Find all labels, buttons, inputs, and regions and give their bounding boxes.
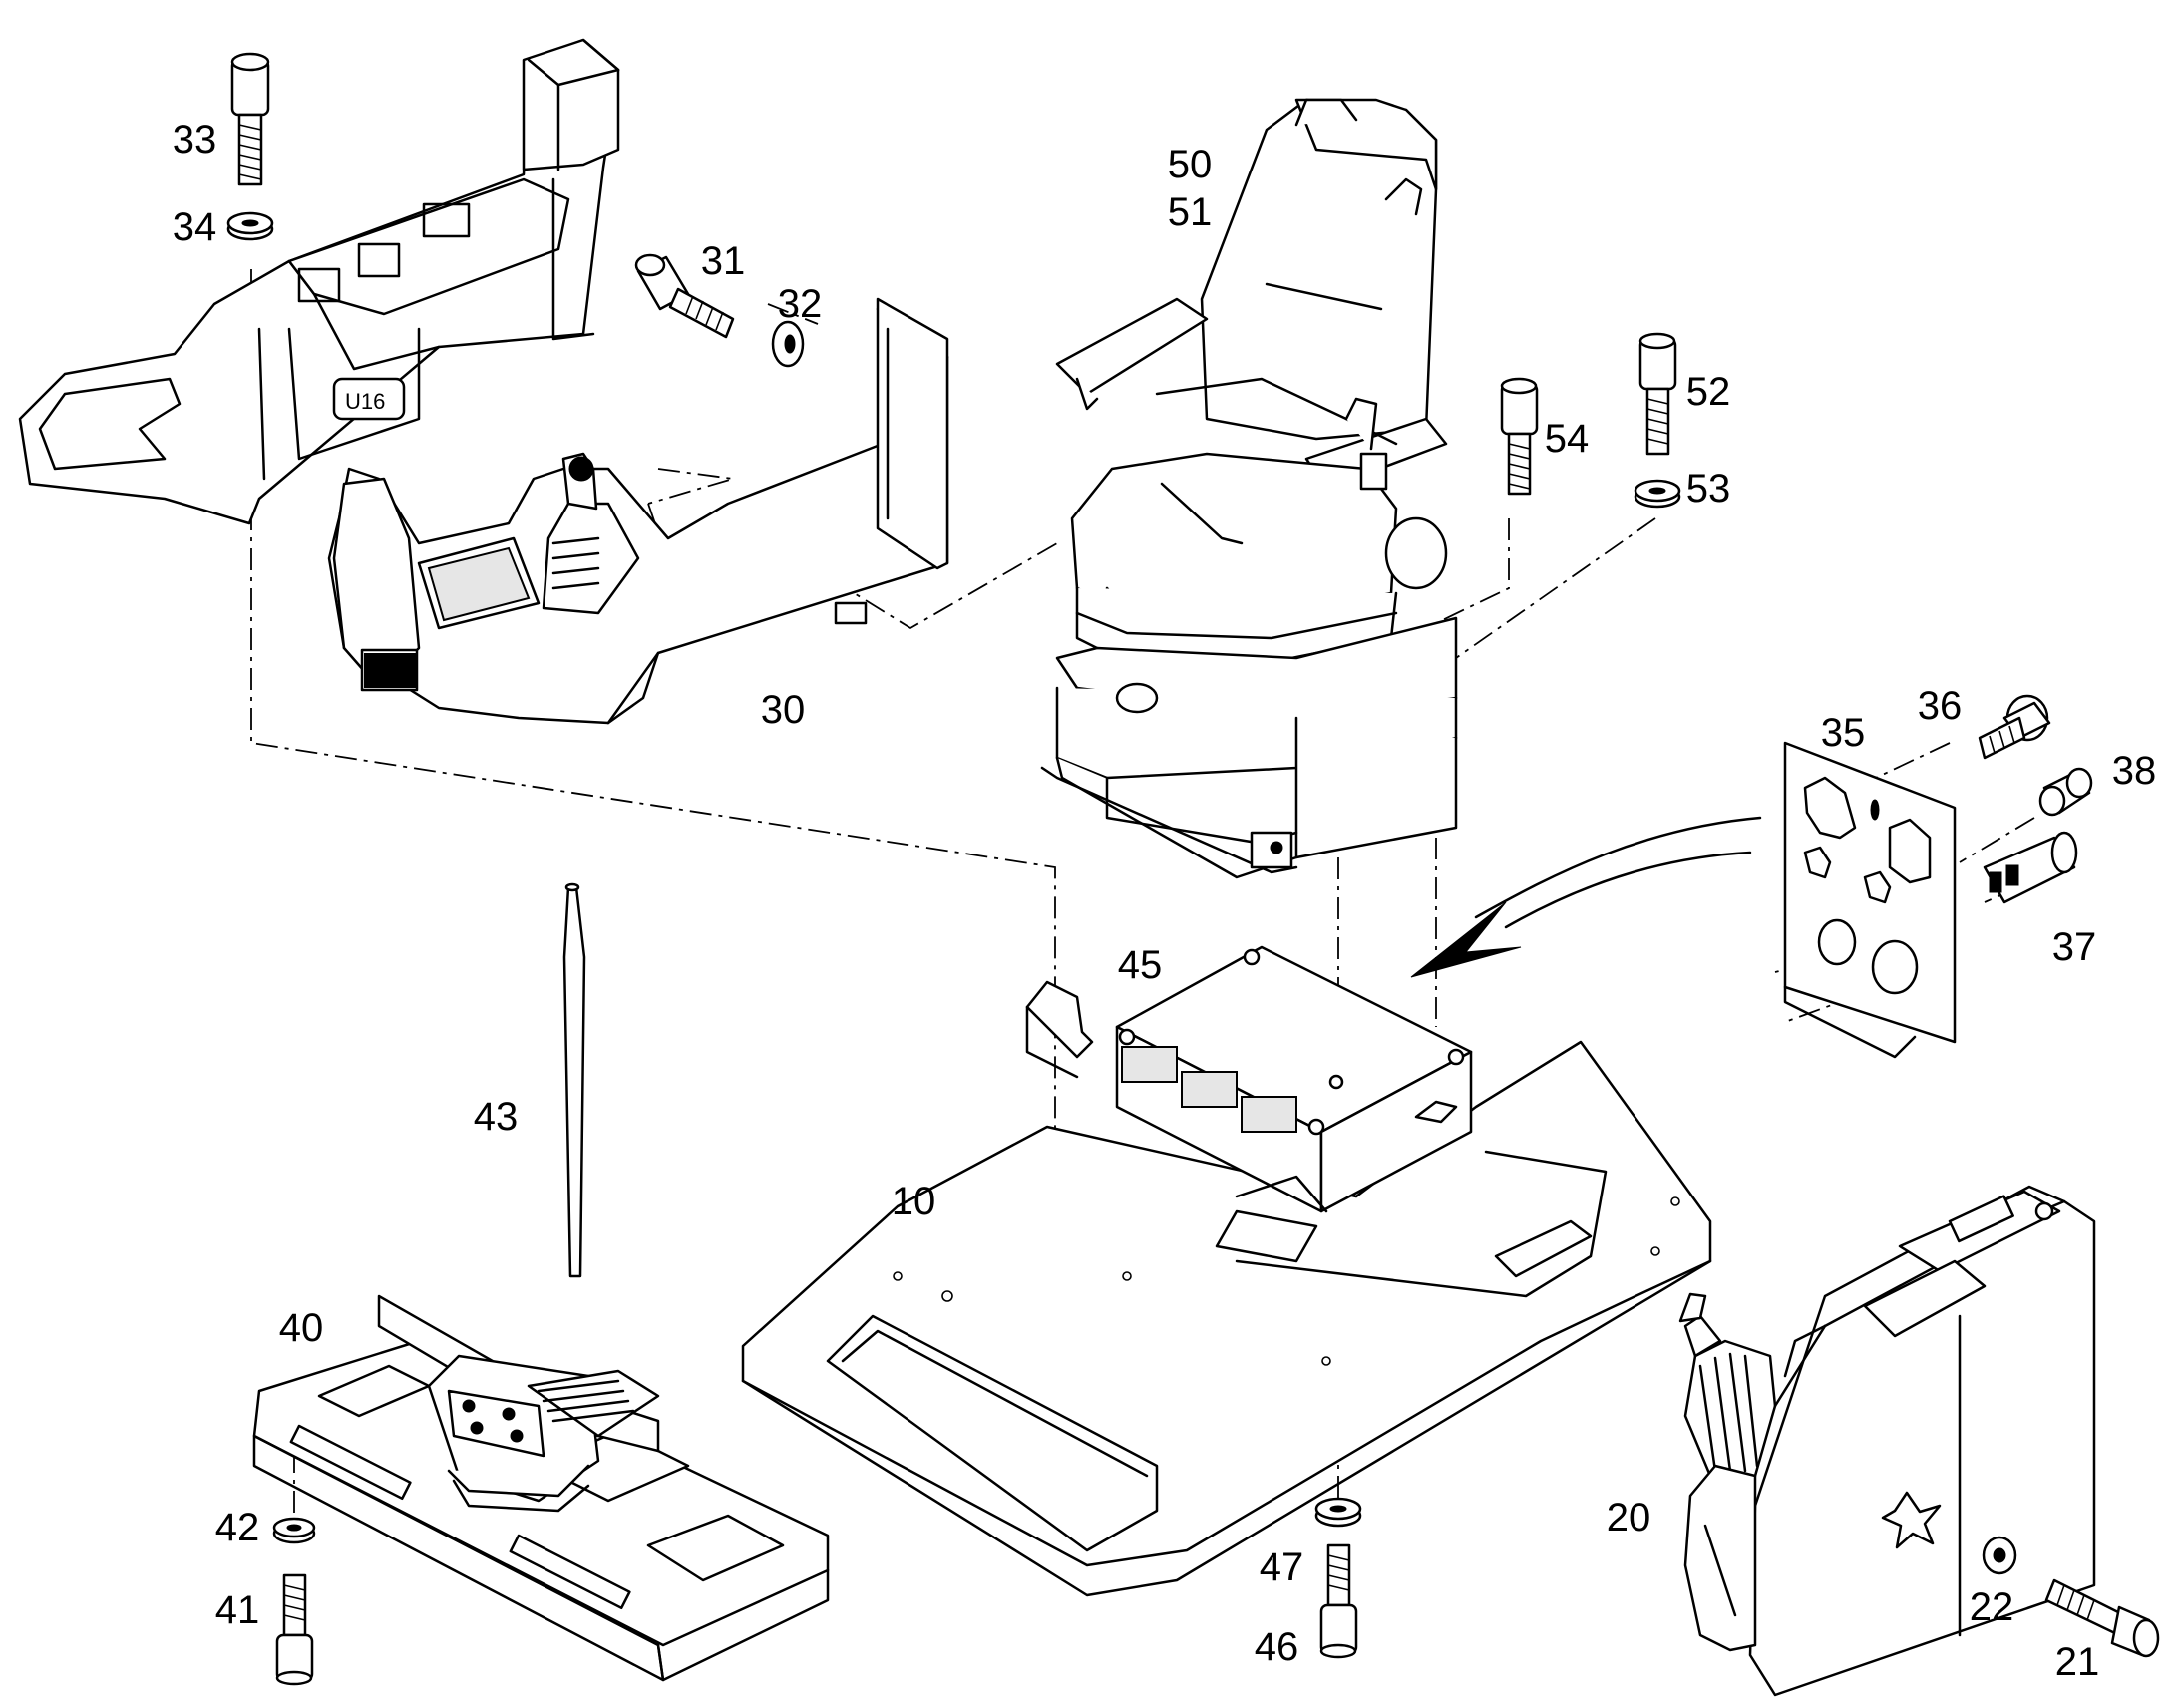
bolt-33 [230,52,270,186]
floor-plate [741,1040,1712,1597]
part-label-40: 40 [278,1306,324,1350]
bolt-46 [1319,1543,1358,1659]
part-label-52: 52 [1685,370,1731,414]
part-label-53: 53 [1685,467,1731,511]
part-label-45: 45 [1117,943,1163,987]
bolt-36 [1978,694,2051,760]
part-label-38: 38 [2111,749,2157,793]
part-label-43: 43 [473,1095,519,1139]
rod-43 [562,882,586,1278]
part-label-54: 54 [1544,417,1590,461]
part-label-31: 31 [700,239,746,283]
part-label-35: 35 [1820,711,1866,755]
connector-37 [1983,831,2078,904]
part-label-22: 22 [1969,1585,2014,1629]
part-label-50: 50 [1167,143,1213,186]
operator-seat [1040,98,1458,879]
part-label-21: 21 [2054,1640,2100,1684]
part-label-47: 47 [1259,1545,1304,1589]
bolt-54 [1500,377,1539,496]
bolt-31 [634,253,735,339]
part-label-41: 41 [214,1588,260,1632]
washer-34 [226,211,274,241]
pointer-arrow [1410,816,1762,978]
left-control-console [327,297,949,725]
washer-22 [1982,1536,2017,1575]
control-unit [1025,945,1473,1213]
washer-42 [272,1517,316,1544]
bolt-21 [2044,1578,2160,1658]
part-label-36: 36 [1917,684,1963,728]
part-label-46: 46 [1254,1625,1299,1669]
part-label-10: 10 [891,1180,936,1223]
left-console-side-panel: U16 [18,38,620,525]
bolt-41 [275,1573,314,1686]
bolt-52 [1638,332,1677,456]
washer-47 [1314,1497,1362,1528]
part-label-37: 37 [2051,925,2097,969]
connector-plate [1783,741,1957,1059]
plug-38 [2038,767,2093,817]
pedal-unit [252,1294,830,1682]
console-marking-text: U16 [345,389,385,414]
part-label-30: 30 [760,688,806,732]
part-label-34: 34 [172,205,217,249]
part-label-32: 32 [777,282,823,326]
washer-53 [1634,479,1681,509]
part-label-42: 42 [214,1506,260,1549]
washer-32 [771,320,805,368]
part-label-20: 20 [1606,1496,1651,1539]
right-control-console [1678,1185,2096,1697]
part-label-33: 33 [172,118,217,162]
part-label-51: 51 [1167,190,1213,234]
